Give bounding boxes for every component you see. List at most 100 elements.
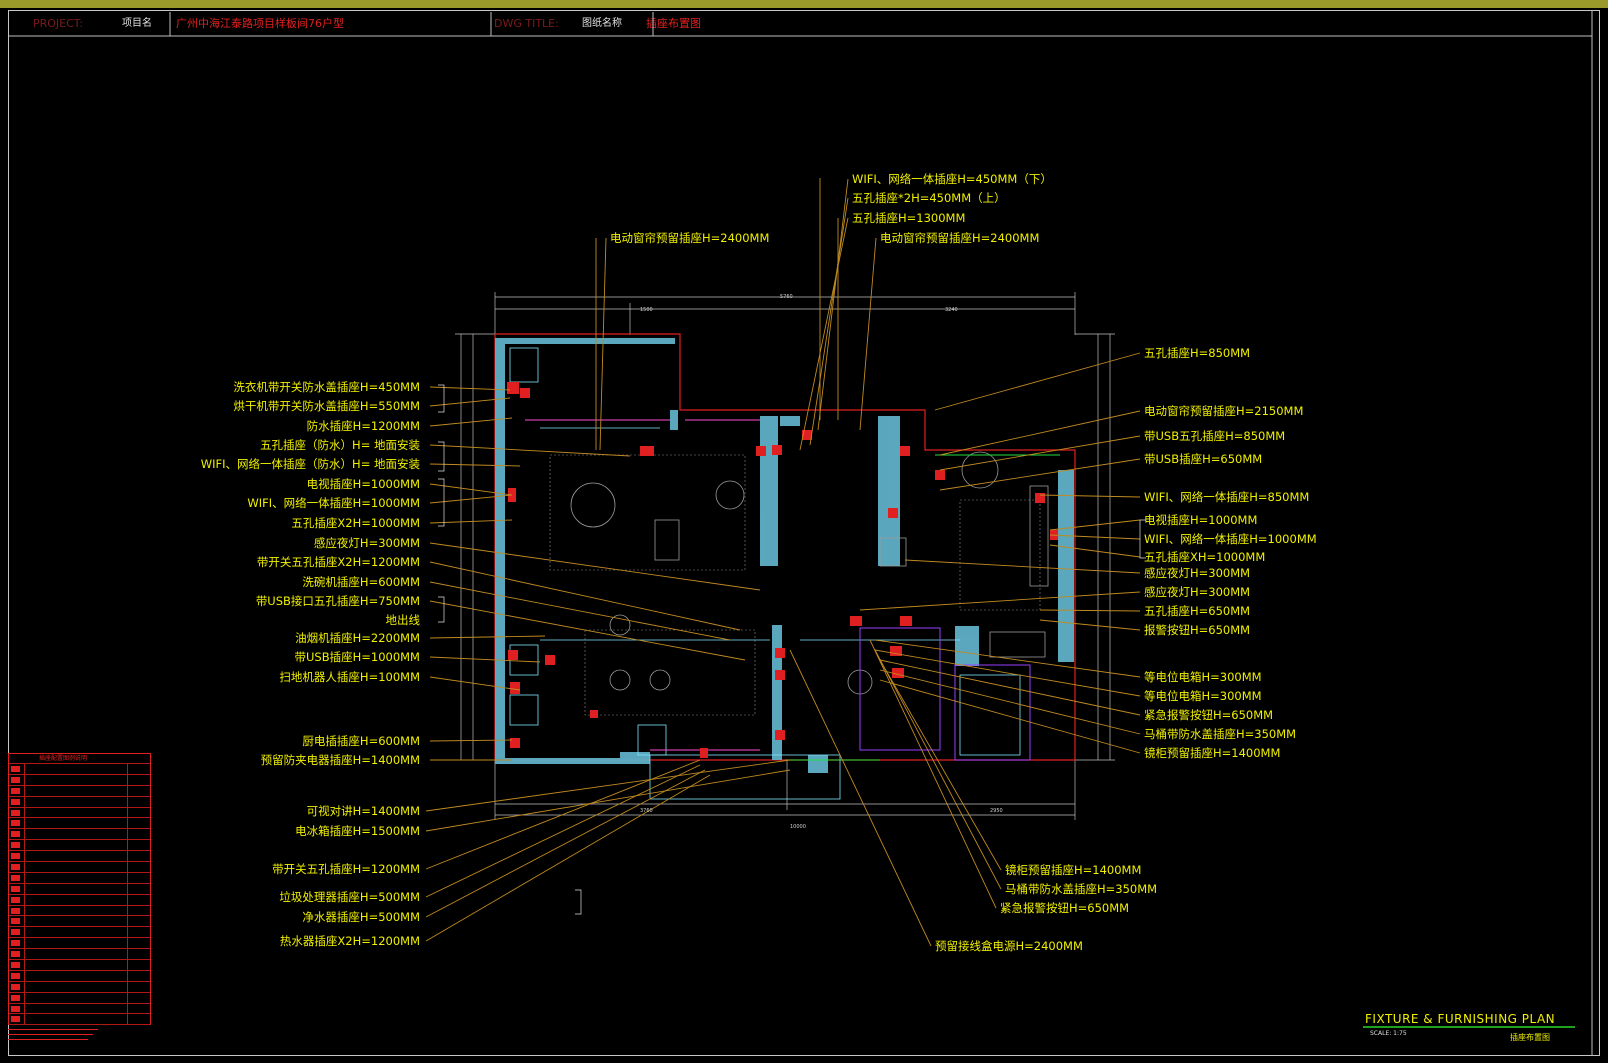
leader-line bbox=[869, 639, 997, 909]
svg-text:10000: 10000 bbox=[790, 824, 806, 830]
callout-label: 带USB接口五孔插座H=750MM bbox=[255, 594, 420, 608]
leader-line bbox=[809, 197, 849, 446]
callout-label: 油烟机插座H=2200MM bbox=[295, 631, 420, 645]
callout-label: 五孔插座XH=1000MM bbox=[1144, 550, 1266, 564]
callout-label: 镜柜预留插座H=1400MM bbox=[1144, 746, 1281, 760]
leader-line bbox=[904, 559, 1141, 574]
legend-row bbox=[9, 774, 150, 786]
callout-label: 等电位电箱H=300MM bbox=[1144, 689, 1262, 703]
legend-row bbox=[9, 1003, 150, 1015]
callout-label: WIFI、网络一体插座H=450MM（下） bbox=[852, 172, 1052, 186]
legend-row bbox=[9, 883, 150, 895]
legend-table: 插座配置图例说明 bbox=[8, 753, 151, 1026]
project-label-en: PROJECT: bbox=[33, 17, 84, 30]
leader-line bbox=[429, 656, 541, 663]
legend-row bbox=[9, 960, 150, 971]
callout-label: 垃圾处理器插座H=500MM bbox=[279, 890, 420, 904]
socket-symbol-icon bbox=[11, 776, 20, 783]
legend-row bbox=[9, 927, 150, 939]
leader-line bbox=[939, 410, 1141, 456]
callout-label: WIFI、网络一体插座（防水）H= 地面安装 bbox=[200, 457, 420, 471]
legend-row bbox=[9, 1014, 150, 1026]
legend-row bbox=[9, 785, 150, 797]
leader-line bbox=[1039, 619, 1141, 631]
legend-row bbox=[9, 807, 150, 819]
project-name: 广州中海江泰路项目样板间76户型 bbox=[176, 17, 344, 30]
leader-line bbox=[429, 676, 521, 691]
callout-label: 电冰箱插座H=1500MM bbox=[295, 824, 420, 838]
socket-symbol-icon bbox=[11, 874, 20, 881]
legend-row bbox=[9, 970, 150, 982]
socket-symbol-icon bbox=[11, 798, 20, 805]
callout-label: 感应夜灯H=300MM bbox=[1144, 585, 1251, 599]
socket-symbol-icon bbox=[11, 809, 20, 816]
socket-symbol-icon bbox=[11, 907, 20, 914]
callout-label: 地出线 bbox=[385, 613, 421, 627]
svg-text:1500: 1500 bbox=[640, 307, 653, 313]
leader-line bbox=[939, 458, 1141, 491]
plan-title: FIXTURE & FURNISHING PLAN bbox=[1365, 1012, 1556, 1026]
socket-symbol-icon bbox=[11, 853, 20, 860]
plan-title-underline bbox=[1363, 1026, 1575, 1028]
callout-label: 马桶带防水盖插座H=350MM bbox=[1005, 882, 1158, 896]
legend-row bbox=[9, 981, 150, 993]
leader-line bbox=[879, 659, 1141, 716]
callout-label: WIFI、网络一体插座H=850MM bbox=[1144, 490, 1310, 504]
callout-label: 电视插座H=1000MM bbox=[1144, 513, 1258, 527]
socket-symbol-icon bbox=[11, 864, 20, 871]
callout-label: 等电位电箱H=300MM bbox=[1144, 670, 1262, 684]
leader-line bbox=[874, 649, 1002, 890]
callout-label: 紧急报警按钮H=650MM bbox=[1000, 901, 1130, 915]
callout-label: 带开关五孔插座H=1200MM bbox=[272, 862, 420, 876]
leader-line bbox=[429, 739, 513, 742]
leader-line bbox=[429, 386, 511, 391]
leader-line bbox=[425, 769, 706, 918]
callout-label: 五孔插座H=850MM bbox=[1144, 346, 1251, 360]
socket-symbol-icon bbox=[11, 972, 20, 979]
socket-symbol-icon bbox=[11, 787, 20, 794]
socket-symbol-icon bbox=[11, 929, 20, 936]
leader-line bbox=[1049, 519, 1141, 531]
leader-line bbox=[429, 581, 731, 641]
legend-row bbox=[9, 905, 150, 917]
legend-row bbox=[9, 949, 150, 961]
legend-row bbox=[9, 938, 150, 950]
leader-line bbox=[429, 561, 741, 631]
leader-line bbox=[425, 774, 711, 942]
leader-line bbox=[879, 669, 1141, 735]
socket-symbol-icon bbox=[11, 842, 20, 849]
legend-row bbox=[9, 894, 150, 906]
leader-line bbox=[425, 759, 791, 812]
callout-label: 五孔插座X2H=1000MM bbox=[291, 516, 420, 530]
dwg-name: 插座布置图 bbox=[646, 17, 701, 30]
project-label-cn: 项目名 bbox=[122, 18, 152, 29]
callout-label: 厨电插插座H=600MM bbox=[302, 734, 420, 748]
callout-label: 五孔插座（防水）H= 地面安装 bbox=[260, 438, 420, 452]
svg-text:5760: 5760 bbox=[780, 294, 793, 300]
callout-label: 电动窗帘预留插座H=2400MM bbox=[610, 231, 770, 245]
socket-symbol-icon bbox=[11, 951, 20, 958]
callout-label: 五孔插座H=650MM bbox=[1144, 604, 1251, 618]
svg-text:3240: 3240 bbox=[945, 307, 958, 313]
socket-symbol-icon bbox=[11, 994, 20, 1001]
callout-label: 感应夜灯H=300MM bbox=[1144, 566, 1251, 580]
legend-title-row: 插座配置图例说明 bbox=[9, 754, 150, 764]
callout-label: 电动窗帘预留插座H=2150MM bbox=[1144, 404, 1304, 418]
leader-line bbox=[429, 444, 631, 457]
callout-label: 五孔插座*2H=450MM（上） bbox=[852, 191, 1006, 205]
leader-line bbox=[429, 542, 761, 591]
leader-line bbox=[939, 435, 1141, 471]
socket-symbol-icon bbox=[11, 896, 20, 903]
leader-line bbox=[425, 759, 701, 870]
leader-line bbox=[859, 591, 1141, 611]
socket-symbol-icon bbox=[11, 918, 20, 925]
plan-scale: SCALE: 1:75 bbox=[1370, 1030, 1407, 1037]
callout-label: 烘干机带开关防水盖插座H=550MM bbox=[233, 399, 420, 413]
drawing-frame bbox=[8, 10, 1600, 1056]
callout-label: 扫地机器人插座H=100MM bbox=[279, 670, 420, 684]
socket-symbol-icon bbox=[11, 983, 20, 990]
leader-line bbox=[429, 600, 746, 661]
callout-label: 报警按钮H=650MM bbox=[1144, 623, 1251, 637]
leader-line bbox=[1049, 534, 1141, 540]
